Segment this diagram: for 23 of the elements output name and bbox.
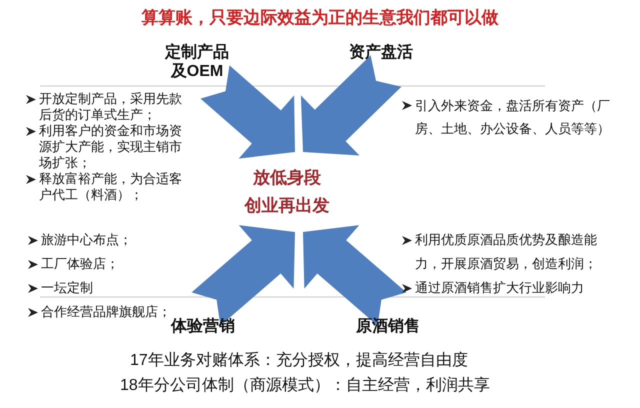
bullet-text: 释放富裕产能，为合适客户代工（料酒）； <box>39 171 182 202</box>
chevron-arrow <box>303 225 406 326</box>
bullet-text: 工厂体验店； <box>41 256 119 271</box>
chevron-arrow <box>200 65 295 159</box>
center-slogan: 放低身段 <box>253 167 321 189</box>
chevron-arrow <box>192 225 295 326</box>
center-slogan: 创业再出发 <box>244 195 330 217</box>
note-line: 17年业务对赌体系：充分授权，提高经营自由度 <box>130 350 468 371</box>
quadrant-heading: 体验营销 <box>171 317 235 336</box>
quadrant-heading: 资产盘活 <box>349 43 413 62</box>
quadrant-heading: 原酒销售 <box>356 317 420 336</box>
bullet-text: 引入外来资金，盘活所有资产（厂房、土地、办公设备、人员等等） <box>415 98 610 136</box>
quadrant-heading: 定制产品及OEM <box>164 43 230 81</box>
chevron-arrow <box>300 55 402 156</box>
note-line: 18年分公司体制（商源模式）：自主经营，利润共享 <box>120 376 490 396</box>
bullet-text: 旅游中心布点； <box>41 232 132 247</box>
bullet-text: 合作经营品牌旗舰店； <box>41 304 171 319</box>
title: 算算账，只要边际效益为正的生意我们都可以做 <box>140 7 500 29</box>
bullet-text: 通过原酒销售扩大行业影响力 <box>415 280 584 295</box>
bullet-text: 开放定制产品，采用先款后货的订单式生产； <box>39 91 182 122</box>
bullet-text: 利用客户的资金和市场资源扩大产能，实现主销市场扩张； <box>39 123 182 170</box>
bullet-text: 利用优质原酒品质优势及酿造能力，开展原酒贸易，创造利润； <box>415 232 597 271</box>
bullet-text: 一坛定制 <box>41 280 93 295</box>
